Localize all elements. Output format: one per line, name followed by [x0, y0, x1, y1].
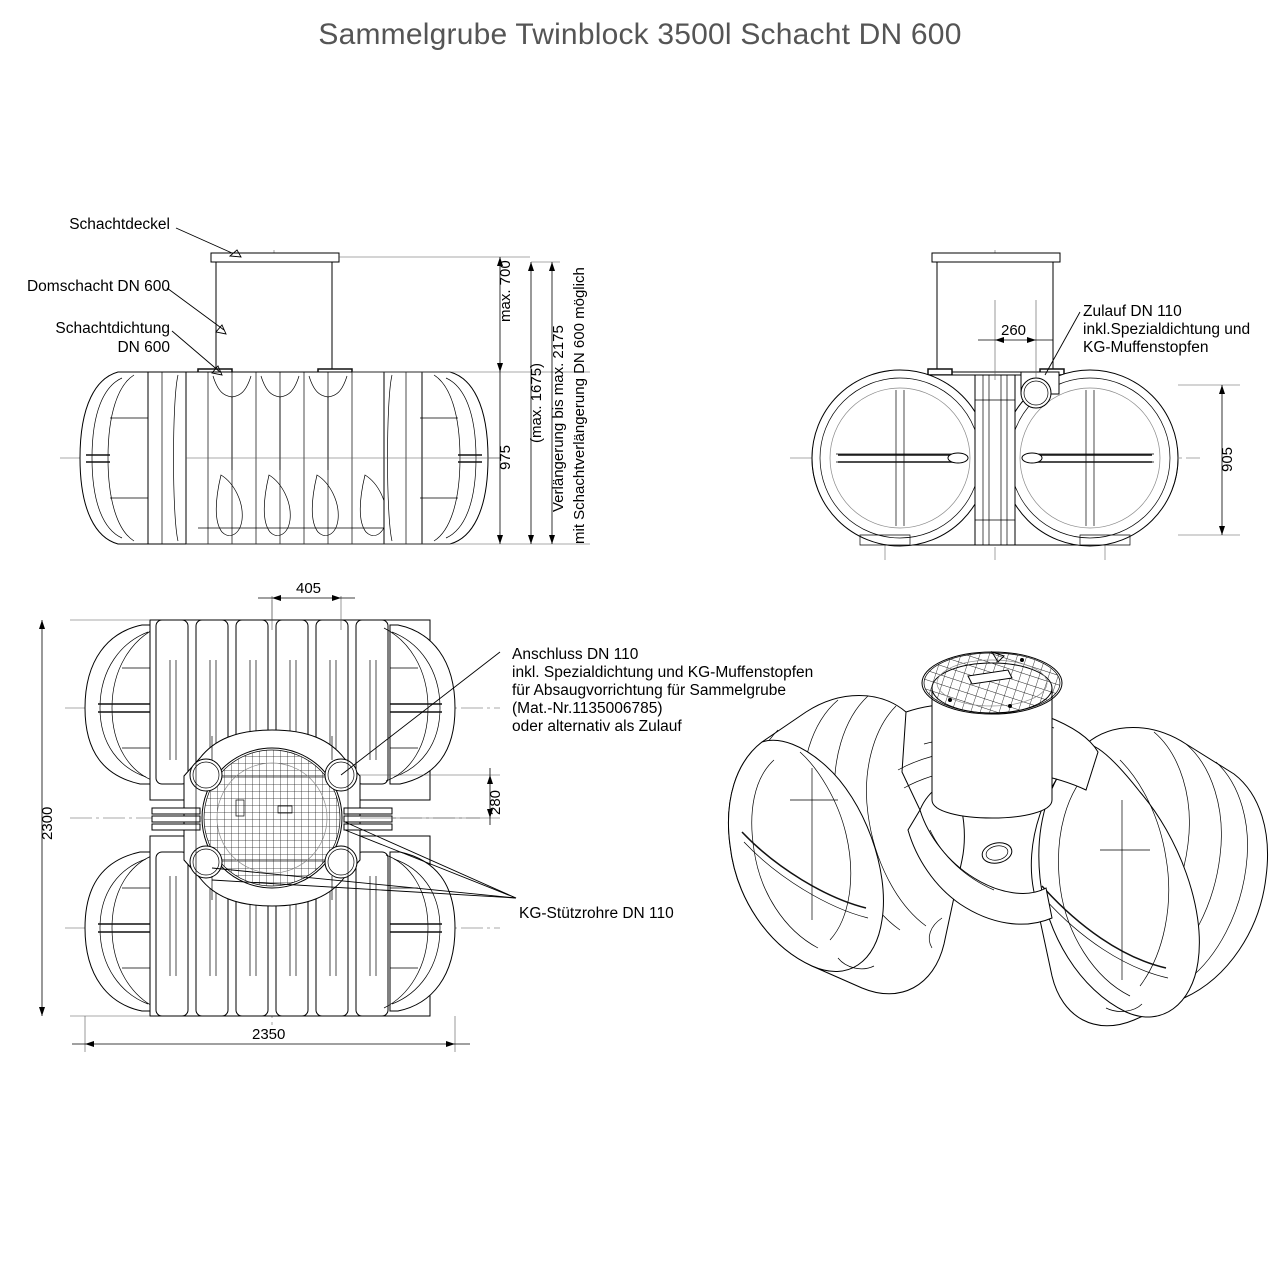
side-elevation-dimensions [186, 256, 590, 545]
plan-tank-lower [84, 835, 456, 1017]
label-anschluss-line3: für Absaugvorrichtung für Sammelgrube [512, 682, 786, 699]
dimension-2350: 2350 [252, 1026, 286, 1043]
iso-handles [837, 917, 1143, 1012]
dimension-260: 260 [1001, 322, 1027, 339]
page-title: Sammelgrube Twinblock 3500l Schacht DN 6… [318, 18, 962, 51]
label-zulauf-line1: Zulauf DN 110 [1083, 303, 1182, 320]
plan-view-dimensions [39, 595, 500, 1052]
label-anschluss-line2: inkl. Spezialdichtung und KG-Muffenstopf… [512, 664, 814, 681]
label-zulauf-line2: inkl.Spezialdichtung und [1083, 321, 1251, 338]
iso-manhole-cover[interactable] [920, 650, 1070, 720]
label-anschluss-line4: (Mat.-Nr.1135006785) [512, 700, 663, 717]
tank-center-spine [974, 374, 1016, 546]
plan-tank-upper [84, 619, 456, 801]
side-elevation-leaders [166, 227, 242, 376]
label-schachtdeckel: Schachtdeckel [69, 216, 170, 233]
plan-center-hub [151, 729, 393, 907]
label-domschacht: Domschacht DN 600 [26, 278, 170, 295]
plan-view-tank [65, 600, 517, 1030]
label-kg-stuetzrohre: KG-Stützrohre DN 110 [519, 905, 674, 922]
front-elevation-dimensions [978, 300, 1240, 536]
manhole-cover-plan[interactable] [200, 746, 350, 896]
label-schachtdichtung-line2: DN 600 [117, 339, 170, 356]
tank-left-front [811, 369, 989, 547]
inlet-socket-front[interactable] [1020, 371, 1060, 409]
label-anschluss-line5: oder alternativ als Zulauf [512, 718, 682, 735]
label-schachtdichtung-line1: Schachtdichtung [55, 320, 170, 337]
label-zulauf-line3: KG-Muffenstopfen [1083, 339, 1209, 356]
tank-right-front [1001, 369, 1179, 547]
plan-view-leaders [211, 651, 517, 899]
dimension-405: 405 [296, 580, 322, 597]
kg-stuetzrohr-tubes [151, 807, 393, 831]
label-anschluss-line1: Anschluss DN 110 [512, 646, 639, 663]
isometric-tank [727, 650, 1269, 1027]
iso-tank-front [1030, 727, 1269, 1027]
